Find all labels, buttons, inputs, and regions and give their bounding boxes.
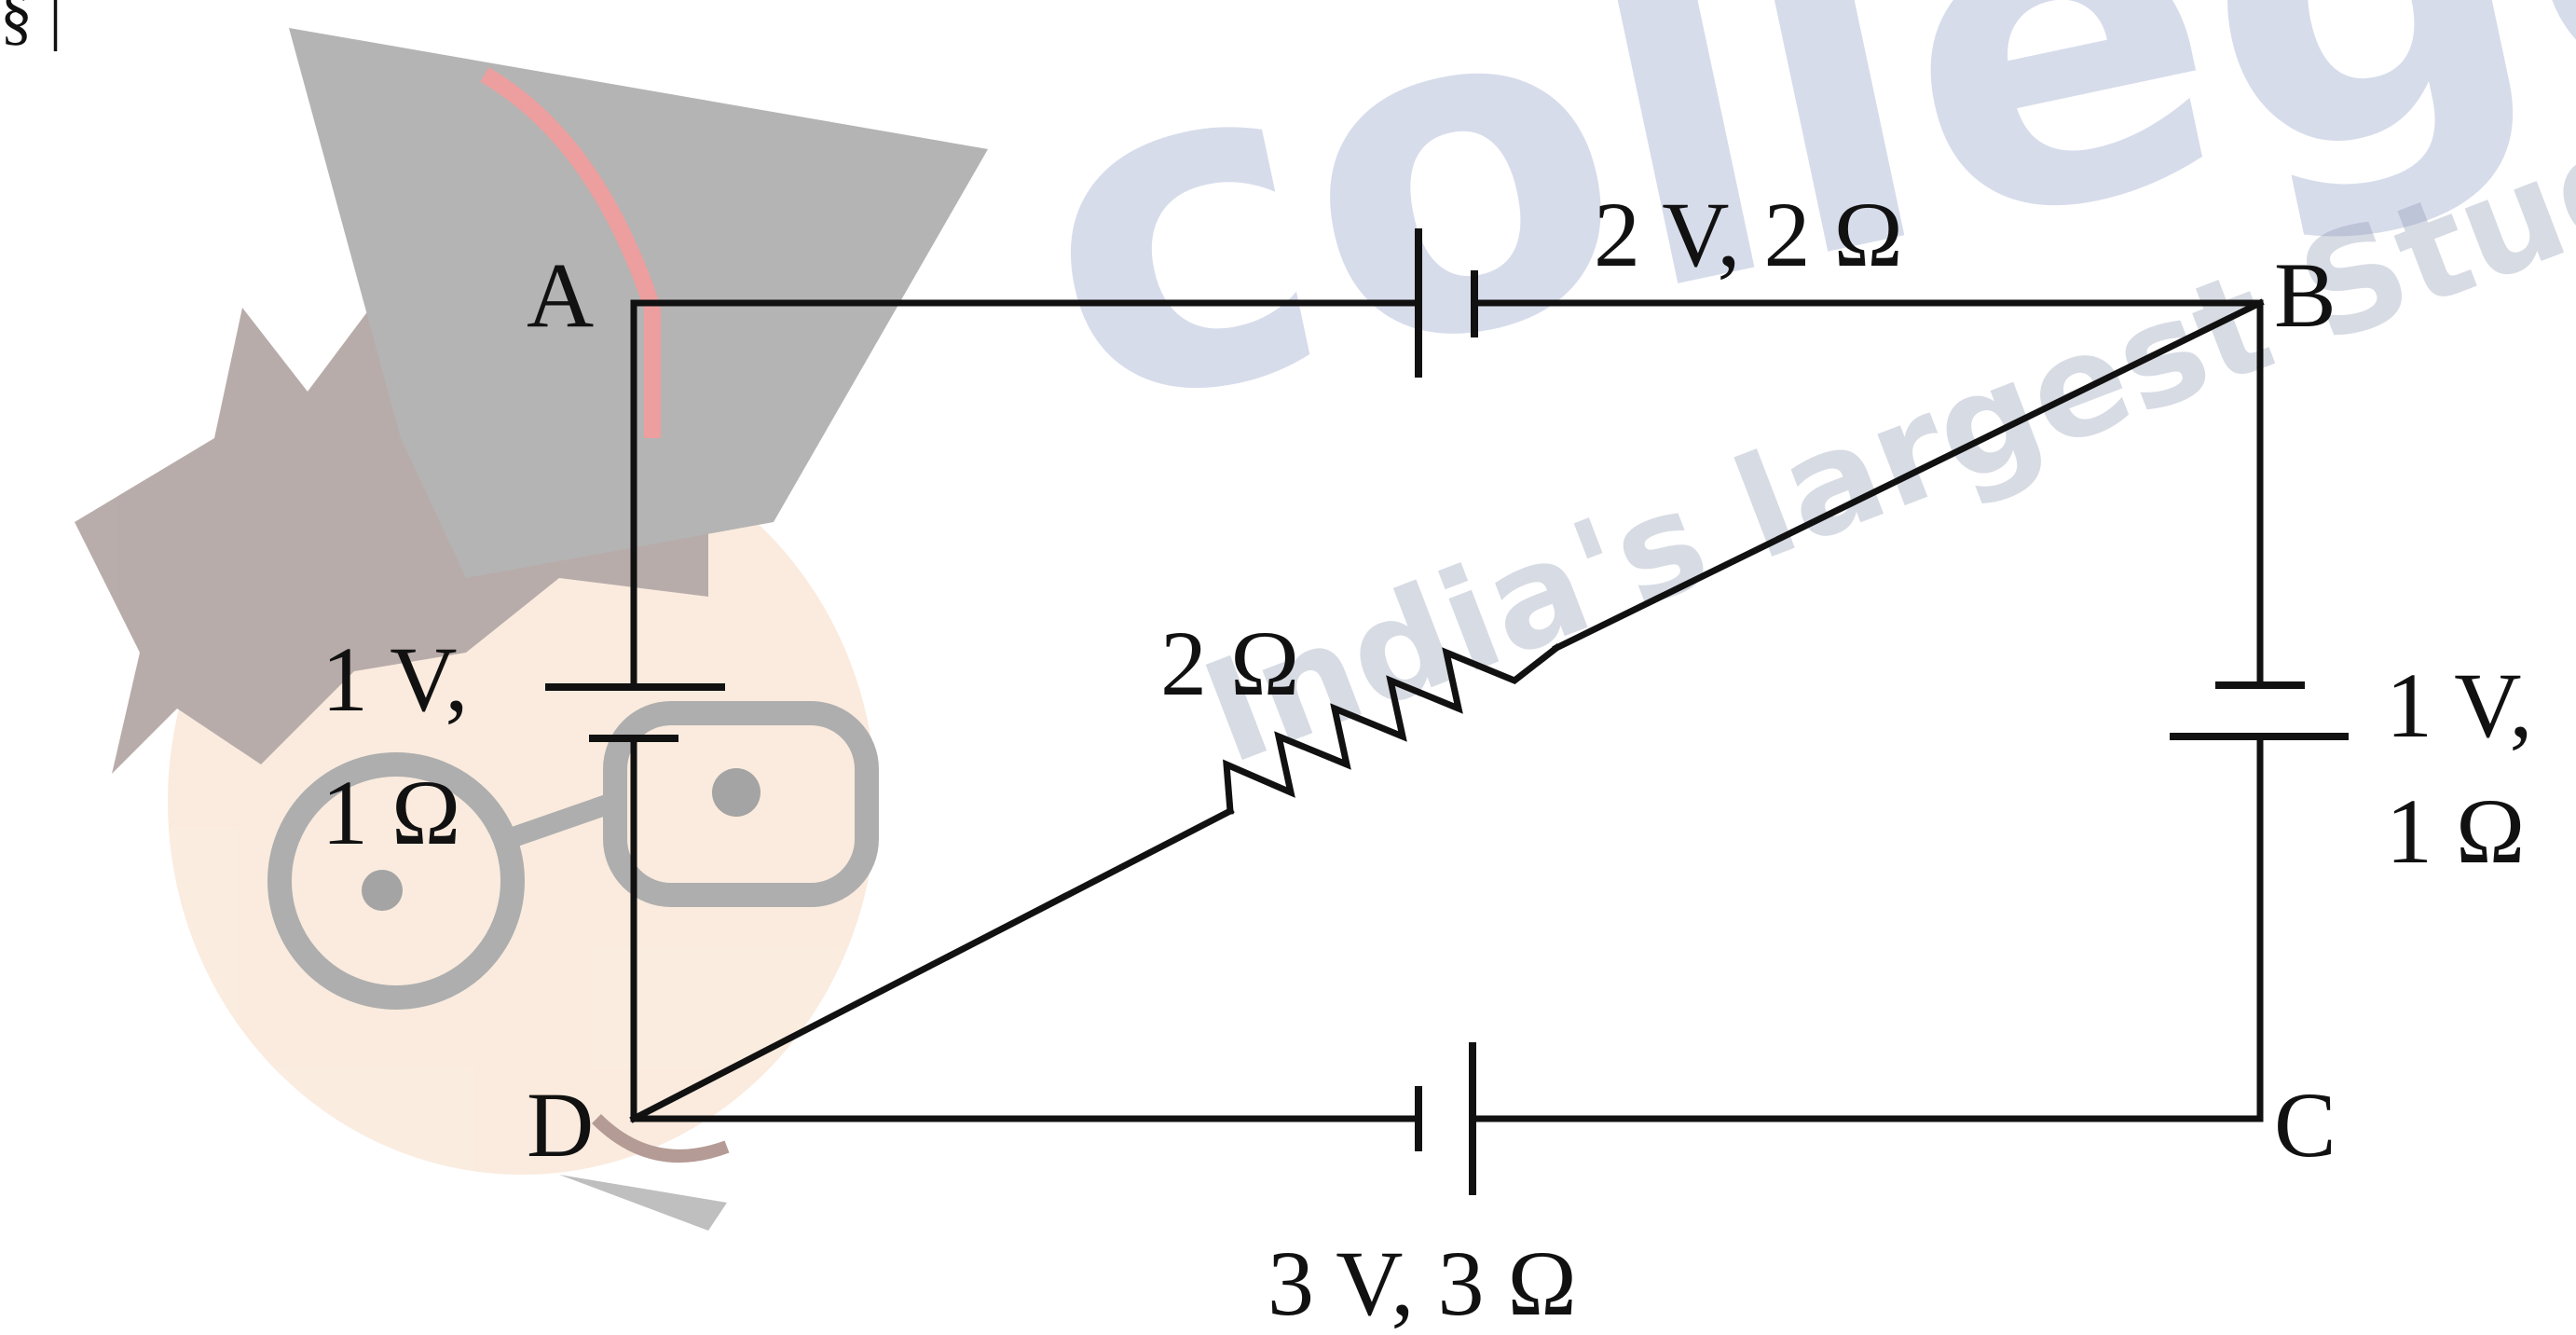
- right-battery-label-line2: 1 Ω: [2386, 779, 2525, 883]
- resistor-diagonal-zigzag: [1223, 643, 1561, 815]
- corner-mark: § |: [0, 0, 62, 52]
- mascot-cap-tassel: [480, 67, 661, 438]
- mascot-collar: [559, 1175, 727, 1231]
- mascot-mouth: [592, 1113, 730, 1163]
- wire-diagonal-upper: [1552, 298, 2265, 653]
- mascot-eye-right: [712, 768, 760, 817]
- battery-bottom: [1415, 1042, 1476, 1195]
- battery-right: [2170, 681, 2349, 740]
- resistor-label: 2 Ω: [1160, 612, 1299, 715]
- bottom-battery-label: 3 V, 3 Ω: [1267, 1232, 1577, 1335]
- node-label-a: A: [527, 243, 594, 347]
- wire-diagonal-lower: [629, 806, 1235, 1123]
- left-battery-label-line1: 1 V,: [322, 627, 469, 731]
- top-battery-label: 2 V, 2 Ω: [1594, 183, 1903, 286]
- left-battery-label-line2: 1 Ω: [322, 761, 460, 864]
- mascot-eye-left: [362, 870, 403, 911]
- node-label-d: D: [527, 1073, 594, 1177]
- mascot-glasses-left-lens: [267, 752, 525, 1010]
- mascot-glasses-bridge: [504, 791, 619, 849]
- mascot-watermark: [75, 28, 988, 1231]
- right-battery-label-line1: 1 V,: [2386, 654, 2533, 757]
- battery-left: [545, 683, 725, 742]
- node-label-c: C: [2274, 1073, 2336, 1177]
- node-label-b: B: [2274, 243, 2336, 347]
- battery-top: [1415, 228, 1478, 378]
